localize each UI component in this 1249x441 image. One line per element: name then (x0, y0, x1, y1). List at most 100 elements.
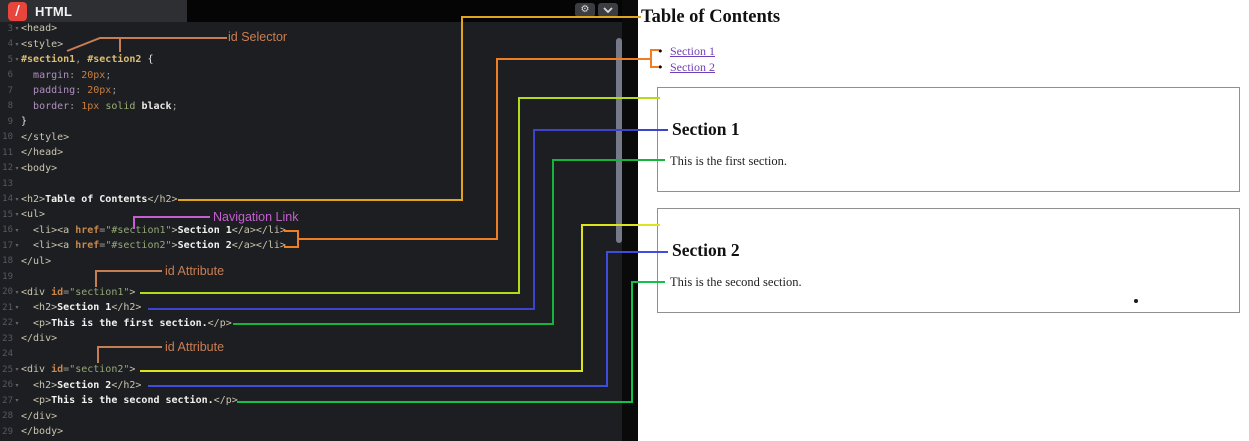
code-line[interactable]: 12▾<body> (0, 161, 612, 177)
code-text: <div id="section2"> (21, 364, 136, 376)
line-number: 9 (7, 116, 13, 127)
code-line[interactable]: 27▾ <p>This is the second section.</p> (0, 393, 612, 409)
editor-settings-button[interactable]: ⚙ (575, 3, 595, 17)
toc-link-section2[interactable]: Section 2 (670, 59, 715, 74)
code-text: <p>This is the second section.</p> (21, 395, 238, 407)
code-line[interactable]: 7 padding: 20px; (0, 83, 612, 99)
section2-paragraph: This is the second section. (670, 275, 802, 289)
code-line[interactable]: 18</ul> (0, 254, 612, 270)
code-lines[interactable]: 3▾<head>4▾<style>5▾#section1, #section2 … (0, 21, 612, 440)
code-text: <h2>Section 2</h2> (21, 379, 142, 391)
code-line[interactable]: 13 (0, 176, 612, 192)
line-number: 8 (7, 101, 13, 112)
line-number: 28 (2, 411, 13, 422)
code-line[interactable]: 10</style> (0, 130, 612, 146)
fold-arrow-icon[interactable]: ▾ (15, 242, 19, 250)
line-number: 22 (2, 318, 13, 329)
annotation-navigation-link: Navigation Link (213, 210, 299, 224)
line-number: 14 (2, 194, 13, 205)
code-text: <body> (21, 162, 58, 174)
fold-arrow-icon[interactable]: ▾ (15, 25, 19, 33)
code-line[interactable]: 21▾ <h2>Section 1</h2> (0, 300, 612, 316)
code-line[interactable]: 22▾ <p>This is the first section.</p> (0, 316, 612, 332)
tab-html[interactable]: / HTML (0, 0, 187, 22)
bullet-icon: • (657, 60, 664, 74)
line-number: 3 (7, 23, 13, 34)
fold-arrow-icon[interactable]: ▾ (15, 319, 19, 327)
code-text: <style> (21, 38, 64, 50)
panel-gutter (622, 0, 638, 441)
code-line[interactable]: 25▾<div id="section2"> (0, 362, 612, 378)
code-line[interactable]: 11</head> (0, 145, 612, 161)
code-text: </ul> (21, 255, 52, 267)
line-number: 5 (7, 54, 13, 65)
collapse-panel-button[interactable] (598, 3, 618, 17)
code-text: padding: 20px; (33, 85, 118, 97)
code-line[interactable]: 6 margin: 20px; (0, 68, 612, 84)
line-number: 6 (7, 70, 13, 81)
section2-box: Section 2 This is the second section. (657, 208, 1240, 313)
chevron-down-icon (603, 7, 613, 13)
code-text: <ul> (21, 209, 46, 221)
code-text: #section1, #section2 { (21, 54, 154, 66)
code-text: </div> (21, 410, 58, 422)
annotation-id-attribute-1: id Attribute (165, 264, 225, 278)
code-text: } (21, 116, 28, 128)
line-number: 23 (2, 333, 13, 344)
code-line[interactable]: 15▾<ul> (0, 207, 612, 223)
code-text: </div> (21, 333, 58, 345)
fold-arrow-icon[interactable]: ▾ (15, 288, 19, 296)
code-text: border: 1px solid black; (33, 100, 178, 112)
fold-arrow-icon[interactable]: ▾ (15, 164, 19, 172)
stray-dot (1134, 299, 1138, 303)
tab-html-label: HTML (35, 3, 73, 19)
code-editor-panel: / HTML ⚙ 3▾<head>4▾<style>5▾#section1, #… (0, 0, 638, 441)
code-line[interactable]: 3▾<head> (0, 21, 612, 37)
line-number: 10 (2, 132, 13, 143)
fold-arrow-icon[interactable]: ▾ (15, 304, 19, 312)
code-line[interactable]: 24 (0, 347, 612, 363)
code-line[interactable]: 5▾#section1, #section2 { (0, 52, 612, 68)
toc-list-item: • Section 2 (657, 60, 715, 75)
fold-arrow-icon[interactable]: ▾ (15, 195, 19, 203)
editor-topbar: / HTML ⚙ (0, 0, 638, 22)
code-text: <h2>Table of Contents</h2> (21, 193, 178, 205)
code-text: <p>This is the first section.</p> (21, 317, 232, 329)
fold-arrow-icon[interactable]: ▾ (15, 397, 19, 405)
preview-panel: Table of Contents • Section 1 • Section … (638, 0, 1249, 441)
fold-arrow-icon[interactable]: ▾ (15, 40, 19, 48)
line-number: 26 (2, 380, 13, 391)
code-line[interactable]: 4▾<style> (0, 37, 612, 53)
line-number: 17 (2, 240, 13, 251)
code-line[interactable]: 26▾ <h2>Section 2</h2> (0, 378, 612, 394)
code-text: <li><a href="#section2">Section 2</a></l… (21, 240, 286, 252)
fold-arrow-icon[interactable]: ▾ (15, 211, 19, 219)
code-line[interactable]: 29</body> (0, 424, 612, 440)
annotation-id-selector: id Selector (228, 30, 288, 44)
line-number: 4 (7, 39, 13, 50)
section1-heading: Section 1 (672, 119, 740, 139)
line-number: 20 (2, 287, 13, 298)
fold-arrow-icon[interactable]: ▾ (15, 56, 19, 64)
code-line[interactable]: 23 </div> (0, 331, 612, 347)
code-line[interactable]: 28 </div> (0, 409, 612, 425)
section2-heading: Section 2 (672, 240, 740, 260)
line-number: 24 (2, 349, 13, 360)
code-line[interactable]: 14▾<h2>Table of Contents</h2> (0, 192, 612, 208)
fold-arrow-icon[interactable]: ▾ (15, 381, 19, 389)
code-text: <li><a href="#section1">Section 1</a></l… (21, 224, 286, 236)
line-number: 13 (2, 178, 13, 189)
fold-arrow-icon[interactable]: ▾ (15, 226, 19, 234)
code-line[interactable]: 9} (0, 114, 612, 130)
code-line[interactable]: 16▾ <li><a href="#section1">Section 1</a… (0, 223, 612, 239)
line-number: 7 (7, 85, 13, 96)
code-line[interactable]: 19 (0, 269, 612, 285)
toc-list-item: • Section 1 (657, 44, 715, 59)
fold-arrow-icon[interactable]: ▾ (15, 366, 19, 374)
gear-icon: ⚙ (580, 4, 590, 15)
code-line[interactable]: 20▾<div id="section1"> (0, 285, 612, 301)
code-line[interactable]: 8 border: 1px solid black; (0, 99, 612, 115)
code-line[interactable]: 17▾ <li><a href="#section2">Section 2</a… (0, 238, 612, 254)
line-number: 15 (2, 209, 13, 220)
toc-link-section1[interactable]: Section 1 (670, 44, 715, 58)
